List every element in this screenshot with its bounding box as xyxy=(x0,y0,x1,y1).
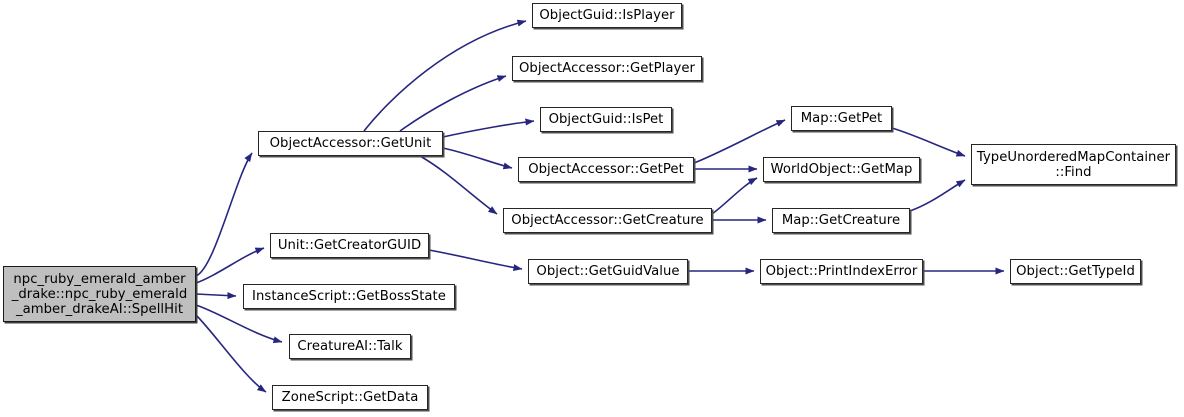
call-edge-getunit-to-isplayer xyxy=(363,19,527,132)
graph-node-label-getplayer: ObjectAccessor::GetPlayer xyxy=(518,61,696,76)
graph-node-label-gettypeid: Object::GetTypeId xyxy=(1016,264,1135,279)
graph-node-label-getcreatorguid: Unit::GetCreatorGUID xyxy=(277,238,422,253)
call-edge-getunit-to-getplayer xyxy=(399,75,507,132)
graph-node-mapgetcreature[interactable]: Map::GetCreature xyxy=(772,208,910,233)
call-edge-root-to-getdata xyxy=(195,314,267,393)
graph-node-label-getunit: ObjectAccessor::GetUnit xyxy=(269,136,432,151)
graph-node-label-talk: CreatureAI::Talk xyxy=(297,339,403,354)
call-edge-root-to-talk xyxy=(195,304,283,344)
call-edge-getcreature-to-worldobjgetmap xyxy=(711,177,758,215)
graph-node-ispet[interactable]: ObjectGuid::IsPet xyxy=(540,107,672,132)
graph-node-label-worldobjgetmap: WorldObject::GetMap xyxy=(770,162,913,177)
call-edge-mapgetpet-to-tumcfind xyxy=(891,127,966,157)
graph-node-label-mapgetpet: Map::GetPet xyxy=(800,111,883,126)
call-edge-getcreatorguid-to-getguidvalue xyxy=(428,249,523,272)
graph-node-label-getbossstate: InstanceScript::GetBossState xyxy=(252,289,446,304)
graph-node-getplayer[interactable]: ObjectAccessor::GetPlayer xyxy=(512,56,702,81)
graph-node-label-isplayer: ObjectGuid::IsPlayer xyxy=(539,8,675,23)
graph-node-label-getpet: ObjectAccessor::GetPet xyxy=(528,162,684,177)
graph-node-label-tumcfind: TypeUnorderedMapContainer ::Find xyxy=(976,149,1171,180)
graph-node-label-getdata: ZoneScript::GetData xyxy=(281,390,419,405)
call-edge-getunit-to-getpet xyxy=(442,147,513,170)
graph-node-getpet[interactable]: ObjectAccessor::GetPet xyxy=(518,157,694,182)
graph-node-getcreature[interactable]: ObjectAccessor::GetCreature xyxy=(503,208,712,233)
call-edge-mapgetcreature-to-tumcfind xyxy=(909,179,966,212)
graph-node-label-root: npc_ruby_emerald_amber _drake::npc_ruby_… xyxy=(11,271,188,317)
graph-node-label-getguidvalue: Object::GetGuidValue xyxy=(536,264,680,279)
call-edge-getunit-to-ispet xyxy=(442,118,535,138)
graph-node-label-ispet: ObjectGuid::IsPet xyxy=(548,112,664,127)
call-edge-getunit-to-getcreature xyxy=(419,155,498,215)
graph-node-label-getcreature: ObjectAccessor::GetCreature xyxy=(511,213,704,228)
graph-node-getguidvalue[interactable]: Object::GetGuidValue xyxy=(528,259,688,284)
graph-node-printindexerror[interactable]: Object::PrintIndexError xyxy=(760,259,923,284)
graph-node-getcreatorguid[interactable]: Unit::GetCreatorGUID xyxy=(270,233,429,258)
graph-node-tumcfind[interactable]: TypeUnorderedMapContainer ::Find xyxy=(971,144,1176,185)
graph-node-gettypeid[interactable]: Object::GetTypeId xyxy=(1010,259,1141,284)
graph-node-isplayer[interactable]: ObjectGuid::IsPlayer xyxy=(532,3,682,28)
call-edge-root-to-getunit xyxy=(195,152,253,277)
graph-node-root[interactable]: npc_ruby_emerald_amber _drake::npc_ruby_… xyxy=(3,266,196,322)
call-edge-root-to-getbossstate xyxy=(195,292,237,300)
graph-node-getdata[interactable]: ZoneScript::GetData xyxy=(272,385,428,410)
graph-node-label-mapgetcreature: Map::GetCreature xyxy=(781,213,901,228)
graph-node-getbossstate[interactable]: InstanceScript::GetBossState xyxy=(243,284,455,309)
call-edge-root-to-getcreatorguid xyxy=(195,247,265,284)
graph-node-talk[interactable]: CreatureAI::Talk xyxy=(289,334,411,359)
graph-node-worldobjgetmap[interactable]: WorldObject::GetMap xyxy=(763,157,920,182)
graph-node-mapgetpet[interactable]: Map::GetPet xyxy=(791,106,892,131)
graph-node-getunit[interactable]: ObjectAccessor::GetUnit xyxy=(258,131,443,156)
graph-node-label-printindexerror: Object::PrintIndexError xyxy=(765,264,918,279)
